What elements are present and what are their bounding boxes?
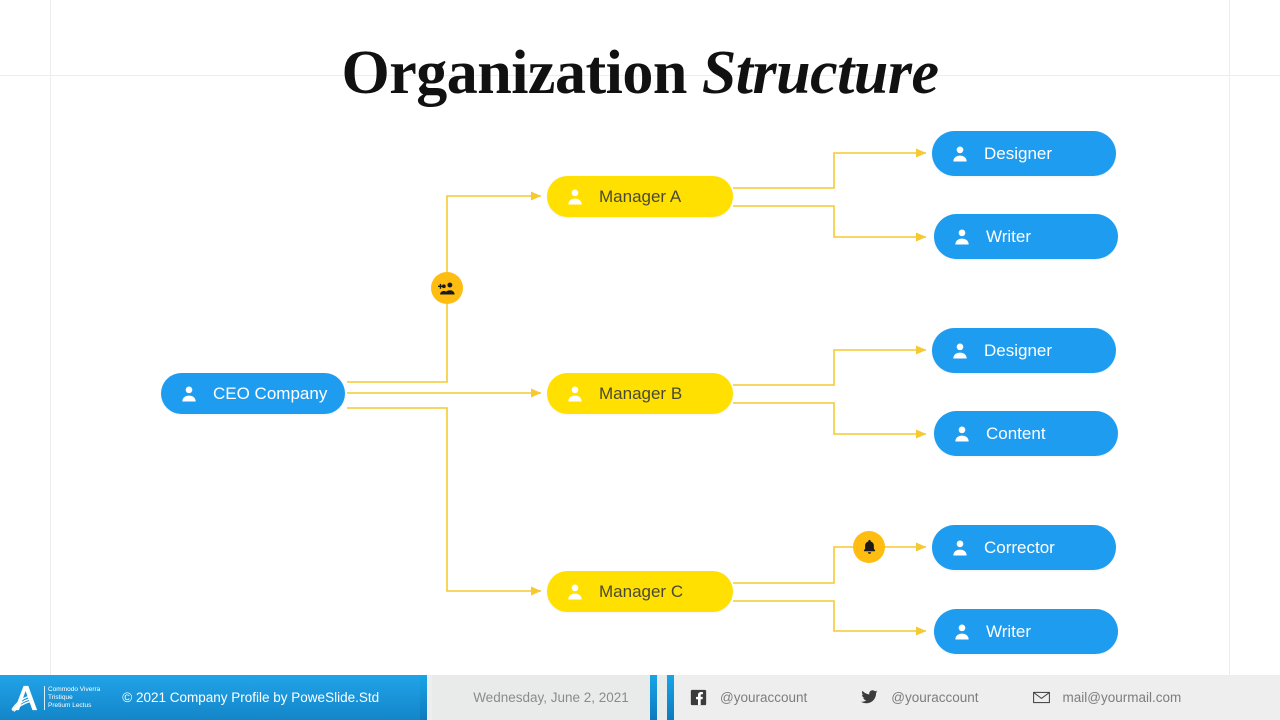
accent-bar [650, 675, 657, 720]
org-node-label: Writer [986, 226, 1032, 246]
person-icon [568, 189, 582, 204]
org-node-manager-b[interactable]: Manager B [547, 373, 733, 414]
contact-text: @youraccount [891, 690, 979, 705]
page-title: Organization Structure [0, 38, 1280, 109]
person-icon [953, 540, 967, 555]
person-icon [182, 386, 196, 401]
person-icon [568, 386, 582, 401]
footer-brand-panel: Commodo Viverra Tristique Pretium Lectus… [0, 675, 420, 720]
org-node-label: Manager A [599, 186, 682, 206]
org-node-manager-a[interactable]: Manager A [547, 176, 733, 217]
facebook-icon [690, 689, 707, 706]
org-node-writer-a[interactable]: Writer [934, 214, 1118, 259]
org-node-content-b[interactable]: Content [934, 411, 1118, 456]
logo-tagline: Commodo Viverra Tristique Pretium Lectus [44, 685, 101, 710]
person-icon [955, 624, 969, 639]
footer-date-panel: Wednesday, June 2, 2021 [432, 675, 670, 720]
bell-icon [863, 539, 875, 554]
notification-badge[interactable] [853, 531, 885, 563]
contact-twitter[interactable]: @youraccount [861, 689, 979, 706]
org-node-label: Designer [984, 143, 1053, 163]
mail-icon [1032, 691, 1050, 704]
add-group-icon [437, 282, 455, 294]
org-node-label: CEO Company [213, 383, 328, 403]
logo-tagline-line-3: Pretium Lectus [48, 701, 92, 709]
org-node-label: Designer [984, 340, 1053, 360]
person-icon [953, 343, 967, 358]
person-icon [953, 146, 967, 161]
accent-bar [667, 675, 674, 720]
contact-text: mail@yourmail.com [1062, 690, 1182, 705]
person-icon [955, 426, 969, 441]
org-node-label: Content [986, 423, 1046, 443]
page-title-main: Organization [341, 39, 687, 107]
guide-line-vertical-right [1229, 0, 1230, 675]
org-node-label: Manager C [599, 581, 684, 601]
page-title-emphasis: Structure [701, 39, 939, 107]
org-node-writer-c[interactable]: Writer [934, 609, 1118, 654]
add-group-badge[interactable] [431, 272, 463, 304]
logo: Commodo Viverra Tristique Pretium Lectus [10, 684, 100, 712]
a-logo-icon [11, 685, 38, 712]
accent-bar [420, 675, 427, 720]
contact-mail[interactable]: mail@yourmail.com [1032, 689, 1182, 706]
copyright-text: © 2021 Company Profile by PoweSlide.Std [122, 690, 380, 705]
contact-facebook[interactable]: @youraccount [690, 689, 807, 706]
org-node-corrector-c[interactable]: Corrector [932, 525, 1116, 570]
person-icon [568, 584, 582, 599]
org-node-manager-c[interactable]: Manager C [547, 571, 733, 612]
footer-contacts: @youraccount @youraccount mail@yourmail.… [690, 675, 1280, 720]
org-node-label: Writer [986, 621, 1032, 641]
org-node-designer-b[interactable]: Designer [932, 328, 1116, 373]
guide-line-vertical-left [50, 0, 51, 675]
footer-bar: Commodo Viverra Tristique Pretium Lectus… [0, 675, 1280, 720]
logo-tagline-line-2: Tristique [48, 693, 73, 701]
guide-line-horizontal-top [0, 75, 1280, 76]
person-icon [955, 229, 969, 244]
twitter-icon [861, 690, 878, 704]
footer-date: Wednesday, June 2, 2021 [473, 690, 629, 705]
org-chart: CEO Company Manager A Manager B Manager … [161, 131, 1118, 654]
org-node-label: Manager B [599, 383, 683, 403]
logo-tagline-line-1: Commodo Viverra [48, 685, 101, 693]
org-node-ceo[interactable]: CEO Company [161, 373, 345, 414]
org-node-designer-a[interactable]: Designer [932, 131, 1116, 176]
org-node-label: Corrector [984, 537, 1055, 557]
contact-text: @youraccount [720, 690, 808, 705]
